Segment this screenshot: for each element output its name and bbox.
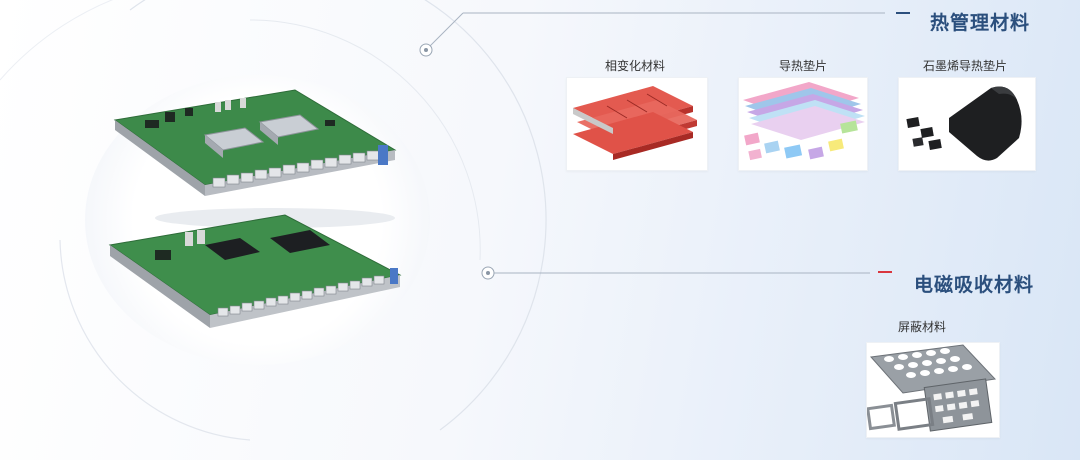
- emi-title-mark: [878, 271, 892, 273]
- network-switch-line-card-image: [108, 89, 402, 328]
- shielding-material-image: [866, 342, 1000, 438]
- material-label-phase-change: 相变化材料: [604, 59, 665, 73]
- material-label-shielding: 屏蔽材料: [897, 320, 946, 334]
- material-label-graphene-pad: 石墨烯导热垫片: [922, 59, 1007, 73]
- lower-line-card: [108, 214, 402, 328]
- phase-change-material-image: [566, 77, 708, 171]
- upper-line-card: [113, 89, 397, 196]
- emi-section-title: 电磁吸收材料: [914, 274, 1035, 296]
- thermal-title-mark: [896, 12, 910, 14]
- material-label-thermal-pad: 导热垫片: [778, 59, 827, 73]
- thermal-section-title: 热管理材料: [930, 12, 1031, 34]
- thermal-pad-image: [738, 77, 868, 171]
- graphene-thermal-pad-image: [898, 77, 1036, 171]
